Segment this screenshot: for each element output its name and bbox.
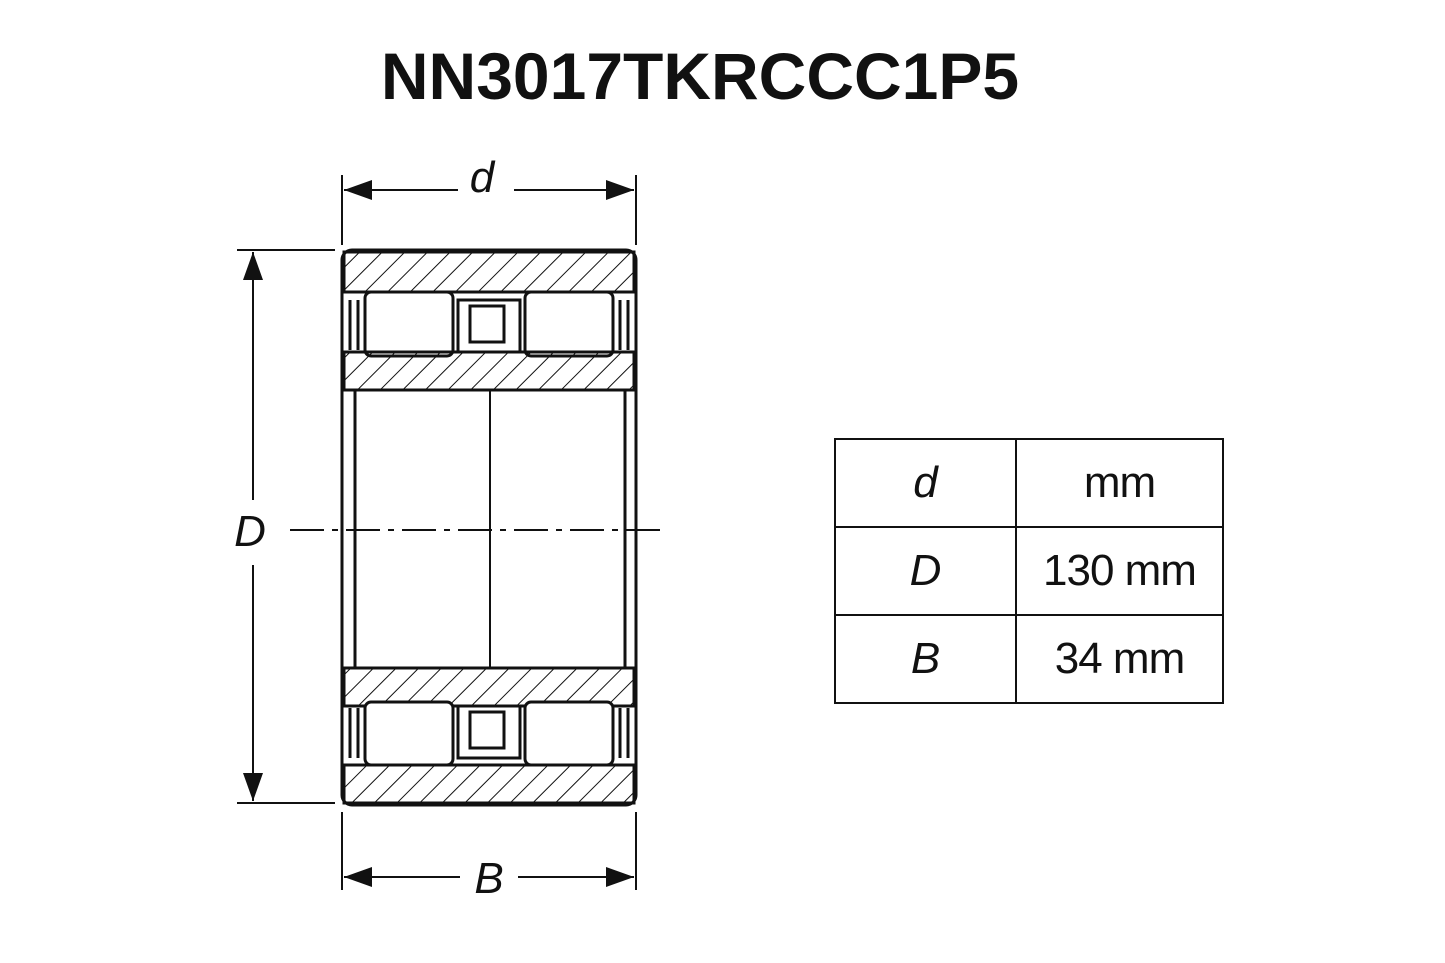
dimension-key: D	[834, 526, 1017, 616]
roller	[523, 290, 615, 358]
roller	[523, 700, 615, 767]
part-number-title: NN3017TKRCCC1P5	[380, 39, 1020, 113]
cage	[456, 298, 522, 354]
dimension-value: 130 mm	[1015, 526, 1224, 616]
dimension-value: mm	[1015, 438, 1224, 528]
inner-ring-top	[342, 350, 636, 392]
cage	[468, 710, 506, 750]
cage	[456, 704, 522, 760]
table-row: B 34 mm	[834, 614, 1224, 704]
dimension-key: B	[834, 614, 1017, 704]
roller	[363, 700, 455, 767]
label-d: d	[470, 153, 496, 202]
label-B: B	[474, 854, 503, 903]
table-row: D 130 mm	[834, 526, 1224, 616]
table-row: d mm	[834, 438, 1224, 528]
label-D: D	[234, 507, 266, 556]
dimension-value: 34 mm	[1015, 614, 1224, 704]
bearing-outline	[340, 248, 638, 807]
dimension-key: d	[834, 438, 1017, 528]
roller	[363, 290, 455, 358]
cage	[468, 304, 506, 344]
dimensions-table: d mm D 130 mm B 34 mm	[834, 438, 1224, 704]
outer-ring-top	[342, 250, 636, 294]
outer-ring-bottom	[342, 763, 636, 805]
inner-ring-bottom	[342, 666, 636, 708]
